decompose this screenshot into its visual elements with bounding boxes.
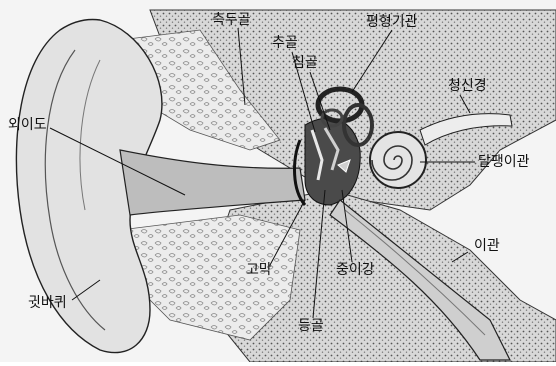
label-cochlea: 달팽이관 — [478, 154, 530, 170]
label-tympanic-cavity: 중이강 — [336, 262, 375, 278]
label-temporal-bone: 측두골 — [212, 12, 251, 28]
label-stapes: 등골 — [298, 318, 324, 334]
label-eustachian-tube: 이관 — [474, 238, 500, 254]
label-tympanic-membrane: 고막 — [246, 262, 272, 278]
label-semicircular-canals: 평형기관 — [366, 14, 418, 30]
label-incus: 침골 — [292, 55, 318, 71]
label-auricle: 귓바퀴 — [28, 295, 67, 311]
label-malleus: 추골 — [272, 35, 298, 51]
label-external-auditory-canal: 외이도 — [8, 117, 47, 133]
label-vestibulocochlear-nerve: 청신경 — [448, 78, 487, 94]
